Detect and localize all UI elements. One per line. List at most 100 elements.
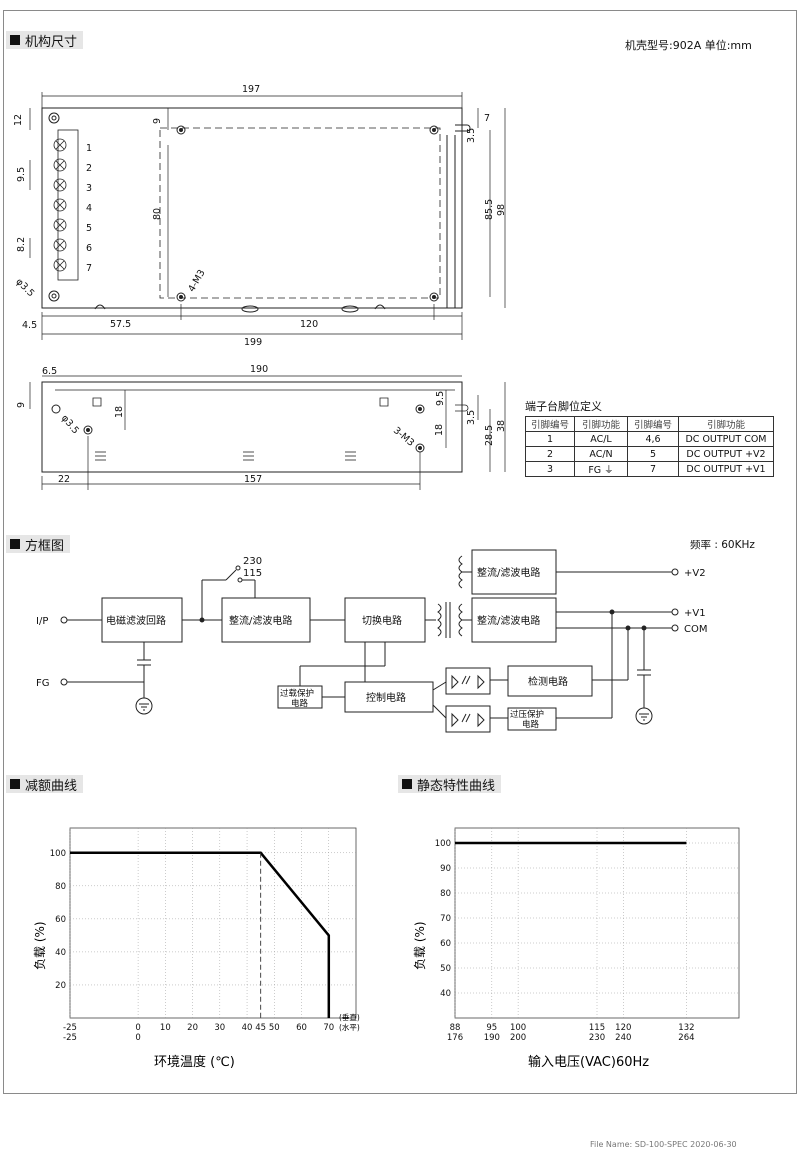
dim-hole-side: φ3.5 [59,413,81,436]
pin-table-header-row: 引脚编号 引脚功能 引脚编号 引脚功能 [525,416,774,432]
dim-190: 190 [250,364,268,375]
pin-table-title: 端子台脚位定义 [525,400,602,413]
y-tick-label: 20 [55,981,66,991]
section-title: 机构尺寸 [25,34,78,50]
box-ovp [507,707,557,731]
out-v1-label: +V1 [684,608,706,619]
pin-table-header: 引脚编号 [525,416,575,432]
y-tick-label: 70 [440,914,451,924]
terminal-label: 2 [86,163,92,174]
dim-4-5: 4.5 [22,320,37,331]
table-cell: 3 [525,461,575,477]
x-tick-label: 0 [135,1023,140,1033]
y-tick-label: 100 [50,849,66,859]
y-tick-label: 100 [435,839,451,849]
table-cell: 1 [525,431,575,447]
section-header-static: 静态特性曲线 [398,775,502,794]
x-tick-label: 120 [615,1023,631,1033]
derating-plot-frame [69,827,357,1019]
dim-m3-side: 3-M3 [391,425,416,449]
block-diagram: 频率 : 60KHz I/P FG 230 115 电磁滤波回路 整流/滤波电路… [36,540,755,733]
x-tick-label: 190 [484,1033,500,1043]
table-cell: 2 [525,446,575,462]
terminal-label: 7 [86,263,92,274]
dim-28-5: 28.5 [484,425,495,446]
x-tick-label: 200 [510,1033,526,1043]
v115-label: 115 [243,568,262,579]
table-cell: 7 [627,461,679,477]
rect2-label: 整流/滤波电路 [477,614,540,627]
x-tick-label: 40 [242,1023,253,1033]
derating-curve [70,851,331,1018]
derating-grid [69,828,356,1018]
table-cell: 4,6 [627,431,679,447]
terminal-strip [57,129,79,281]
dim-98: 98 [496,204,507,216]
section-header-block-diagram: 方框图 [6,535,71,554]
pin-table-header: 引脚功能 [574,416,628,432]
section-bullet-icon [10,779,20,789]
x-tick-label: 0 [135,1033,140,1043]
pcb-outline [159,127,441,299]
top-view-outline [41,107,463,309]
section-bullet-icon [10,539,20,549]
input-label: I/P [36,616,48,627]
section-bullet-icon [10,35,20,45]
x-tick-label: 115 [589,1023,605,1033]
terminal-label: 5 [86,223,92,234]
y-tick-label: 40 [440,989,451,999]
dim-197: 197 [242,84,260,95]
mechanical-drawing: 197 12 9 7 3.5 80 85.5 98 9.5 8.2 φ3.5 4… [13,84,507,490]
table-cell: DC OUTPUT +V1 [678,461,774,477]
x-tick-label: 100 [510,1023,526,1033]
case-info: 机壳型号:902A 单位:mm [625,39,752,52]
section-title: 方框图 [25,538,65,554]
table-row: 3 FG ⏚ 7 DC OUTPUT +V1 [525,461,774,477]
y-tick-label: 80 [440,889,451,899]
dim-157: 157 [244,474,262,485]
derating-ylabel: 负载 (%) [33,921,47,970]
x-tick-label: 176 [447,1033,463,1043]
table-cell: DC OUTPUT COM [678,431,774,447]
table-cell: 5 [627,446,679,462]
dim-80: 80 [152,208,163,220]
terminal-label: 3 [86,183,92,194]
table-cell: AC/L [574,431,628,447]
dim-3-5-side: 3.5 [466,410,477,425]
x-tick-label: 132 [678,1023,694,1033]
olp-label-2: 电路 [291,698,309,709]
dim-199: 199 [244,337,262,348]
out-v2-label: +V2 [684,568,706,579]
dim-22: 22 [58,474,70,485]
x-tick-label: 60 [296,1023,307,1033]
y-tick-label: 90 [440,864,451,874]
dim-3-5: 3.5 [466,128,477,143]
x-tick-label: -25 [63,1023,77,1033]
table-row: 2 AC/N 5 DC OUTPUT +V2 [525,446,774,462]
static-xlabel: 输入电压(VAC)60Hz [528,1054,649,1070]
olp-label-1: 过载保护 [280,688,314,699]
static-plot-frame [454,827,740,1019]
dim-9: 9 [152,118,163,124]
optocoupler-2 [445,705,491,733]
box-detect [507,665,593,697]
emi-label: 电磁滤波回路 [106,614,166,627]
dim-57-5: 57.5 [110,319,131,330]
rect1-label: 整流/滤波电路 [229,614,292,627]
terminal-label: 1 [86,143,92,154]
y-tick-label: 50 [440,964,451,974]
v230-label: 230 [243,556,262,567]
x-tick-label: 95 [486,1023,497,1033]
dim-8-2: 8.2 [16,237,27,252]
dim-7: 7 [484,113,490,124]
dim-9-side: 9 [16,402,27,408]
page-frame [3,10,797,1094]
table-cell: DC OUTPUT +V2 [678,446,774,462]
static-ylabel: 负载 (%) [413,921,427,970]
control-label: 控制电路 [366,691,406,704]
switch-label: 切换电路 [362,614,402,627]
dim-38: 38 [496,420,507,432]
pin-table-header: 引脚编号 [627,416,679,432]
dim-12: 12 [13,114,24,126]
